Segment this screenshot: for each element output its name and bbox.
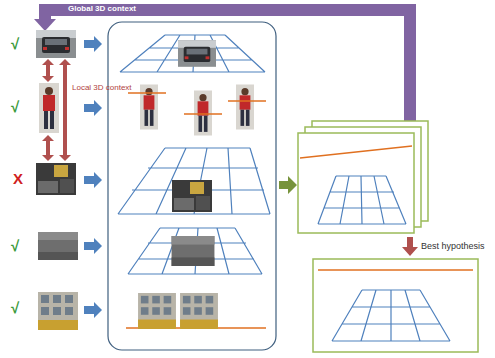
car-thumbnail [36, 30, 76, 58]
building-image [180, 293, 218, 329]
person-image [194, 91, 212, 136]
building-image [138, 293, 176, 329]
arrow-label: Global 3D context [68, 5, 136, 14]
person-image [140, 85, 158, 130]
cross-mark: X [13, 171, 23, 188]
ground-grid [332, 290, 450, 341]
horizon-line [300, 146, 412, 158]
person-thumbnail [39, 83, 59, 133]
arrow-label: Local 3D context [72, 84, 132, 93]
hypotheses-box [108, 22, 276, 350]
check-mark: √ [11, 99, 19, 116]
arrow-head [34, 19, 56, 31]
step-label: Best hypothesis [421, 242, 485, 252]
check-mark: √ [11, 238, 19, 255]
blue-arrows [84, 36, 102, 318]
car-image [178, 40, 216, 67]
road-thumbnail [38, 232, 78, 260]
best-arrow [402, 237, 418, 256]
building-thumbnail [38, 292, 78, 330]
scene-image [172, 180, 212, 212]
hypothesis-stack [298, 121, 428, 233]
check-mark: √ [11, 300, 19, 317]
road-image [172, 236, 215, 266]
person-image [236, 85, 254, 130]
scene-thumbnail [36, 163, 76, 195]
local-context-arrows [42, 59, 71, 161]
ground-grid [318, 176, 406, 224]
horizon-line [318, 269, 473, 270]
best-hypothesis-panel [313, 259, 478, 352]
green-arrow [279, 176, 297, 194]
horizon-lines [126, 93, 266, 328]
ground-grids [118, 35, 270, 274]
check-mark: √ [11, 36, 19, 53]
